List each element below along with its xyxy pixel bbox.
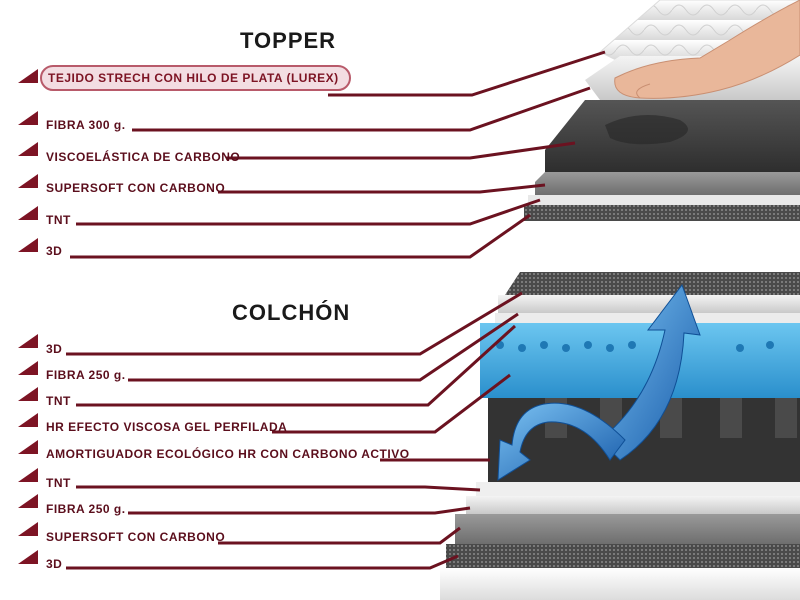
bullet-triangle-icon xyxy=(18,522,38,536)
topper-layer-3-label: VISCOELÁSTICA DE CARBONO xyxy=(46,150,241,164)
bullet-triangle-icon xyxy=(18,440,38,454)
topper-layer-1-label: TEJIDO STRECH CON HILO DE PLATA (LUREX) xyxy=(48,71,339,85)
colchon-layer-6-label: TNT xyxy=(46,476,71,490)
bullet-triangle-icon xyxy=(18,494,38,508)
colchon-layer-5-label: AMORTIGUADOR ECOLÓGICO HR CON CARBONO AC… xyxy=(46,447,410,461)
topper-layer-6-label: 3D xyxy=(46,244,63,258)
bullet-triangle-icon xyxy=(18,174,38,188)
colchon-layer-4-label: HR EFECTO VISCOSA GEL PERFILADA xyxy=(46,420,288,434)
topper-layer-5-label: TNT xyxy=(46,213,71,227)
bullet-triangle-icon xyxy=(18,142,38,156)
colchon-layer-3-label: TNT xyxy=(46,394,71,408)
bullet-triangle-icon xyxy=(18,468,38,482)
topper-layer-2-label: FIBRA 300 g. xyxy=(46,118,126,132)
colchon-layer-7-label: FIBRA 250 g. xyxy=(46,502,126,516)
colchon-layer-9-label: 3D xyxy=(46,557,63,571)
bullet-triangle-icon xyxy=(18,206,38,220)
bullet-triangle-icon xyxy=(18,413,38,427)
leader-lines xyxy=(66,50,606,570)
bullet-triangle-icon xyxy=(18,550,38,564)
colchon-title: COLCHÓN xyxy=(232,300,351,325)
hand-illustration xyxy=(614,0,800,99)
colchon-layer-2-label: FIBRA 250 g. xyxy=(46,368,126,382)
bullet-triangle-icon xyxy=(18,361,38,375)
topper-layer-4-label: SUPERSOFT CON CARBONO xyxy=(46,181,226,195)
bullet-triangle-icon xyxy=(18,69,38,83)
bullet-triangle-icon xyxy=(18,111,38,125)
airflow-arrows-illustration xyxy=(497,283,701,481)
topper-title: TOPPER xyxy=(240,28,337,53)
topper-layer-highlight: TEJIDO STRECH CON HILO DE PLATA (LUREX) xyxy=(40,65,351,91)
colchon-layer-8-label: SUPERSOFT CON CARBONO xyxy=(46,530,226,544)
colchon-layer-1-label: 3D xyxy=(46,342,63,356)
bullet-triangle-icon xyxy=(18,387,38,401)
bullet-triangle-icon xyxy=(18,238,38,252)
bullet-triangle-icon xyxy=(18,334,38,348)
